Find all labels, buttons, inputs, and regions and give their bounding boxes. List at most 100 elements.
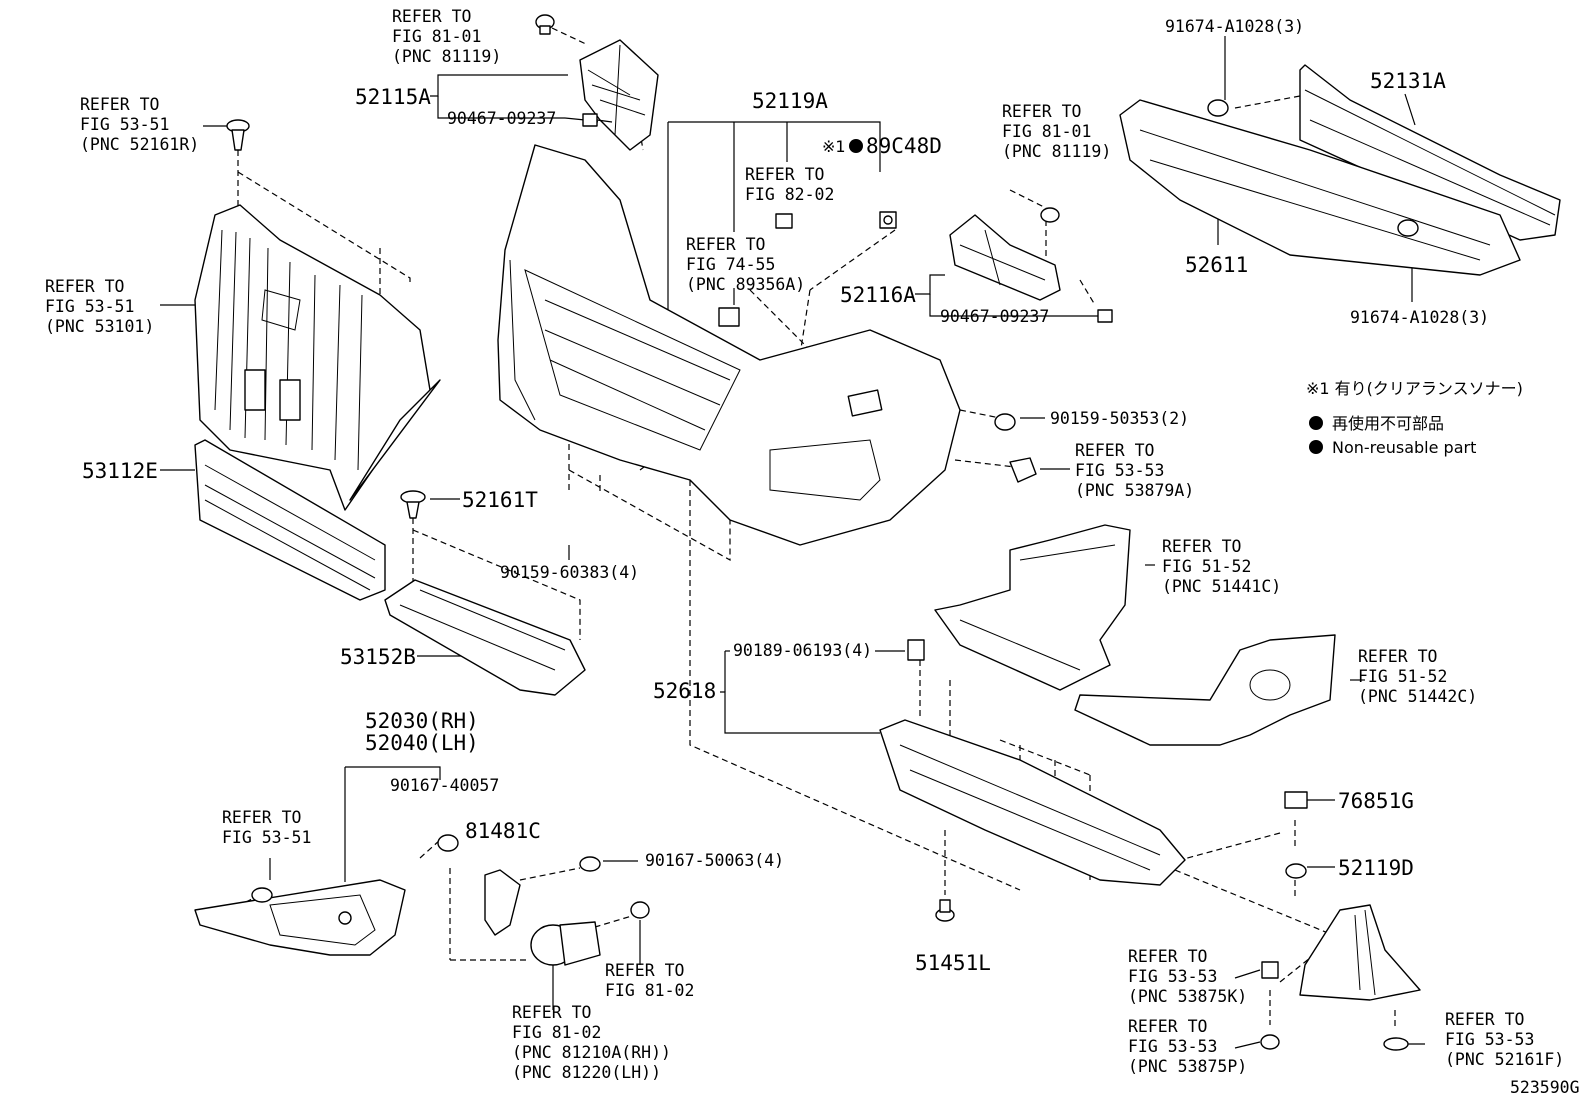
label-refer-53-51-r-3: (PNC 52161R) bbox=[80, 135, 199, 154]
label-81481C: 81481C bbox=[465, 819, 541, 843]
label-52115A: 52115A bbox=[355, 85, 431, 109]
label-90159-60383: 90159-60383(4) bbox=[500, 563, 639, 582]
label-90467-a: 90467-09237 bbox=[447, 109, 556, 128]
absorber-52611 bbox=[1119, 99, 1521, 276]
label-refer-81-02-a-2: FIG 81-02 bbox=[605, 981, 694, 1000]
label-refer-81-02-b-4: (PNC 81220(LH)) bbox=[512, 1063, 661, 1082]
clip-53875P bbox=[1260, 1034, 1280, 1050]
sensor-89C48D bbox=[879, 211, 897, 229]
label-refer-53-53-875P-3: (PNC 53875P) bbox=[1128, 1057, 1247, 1076]
label-refer-53-53-161F-1: REFER TO bbox=[1445, 1010, 1524, 1029]
legend-dot-jp bbox=[1309, 416, 1323, 430]
bumper-cover bbox=[497, 144, 961, 546]
label-refer-81-01-tl-3: (PNC 81119) bbox=[392, 47, 501, 66]
label-refer-81-02-b-1: REFER TO bbox=[512, 1003, 591, 1022]
clip-81119-mid bbox=[1040, 207, 1060, 223]
clip-76851G bbox=[1284, 791, 1308, 809]
label-91674-top: 91674-A1028(3) bbox=[1165, 17, 1304, 36]
clip-52161T bbox=[400, 490, 426, 519]
label-52618: 52618 bbox=[653, 679, 716, 703]
fender-liner bbox=[1299, 904, 1421, 1001]
label-refer-53-51-r-1: REFER TO bbox=[80, 95, 159, 114]
label-52119D: 52119D bbox=[1338, 856, 1414, 880]
clip-53875K bbox=[1261, 961, 1279, 979]
label-refer-81-01-tl-1: REFER TO bbox=[392, 7, 471, 26]
non-reusable-dot-89C48D bbox=[849, 139, 863, 153]
fog-lamp bbox=[530, 921, 601, 966]
clip-90189 bbox=[907, 639, 925, 661]
screw-81-02 bbox=[630, 901, 650, 919]
lower-grille bbox=[194, 439, 386, 601]
clip-51451L bbox=[935, 899, 955, 922]
label-refer-51-52-441-1: REFER TO bbox=[1162, 537, 1241, 556]
label-91674-bot: 91674-A1028(3) bbox=[1350, 308, 1489, 327]
label-refer-81-02-a-1: REFER TO bbox=[605, 961, 684, 980]
label-52131A: 52131A bbox=[1370, 69, 1446, 93]
text-labels: REFER TO FIG 81-01 (PNC 81119) 52115A 90… bbox=[45, 7, 1580, 1097]
sticker-89356A bbox=[718, 307, 740, 327]
label-76851G: 76851G bbox=[1338, 789, 1414, 813]
bolt-90467-b bbox=[1097, 309, 1113, 323]
label-52161T: 52161T bbox=[462, 488, 538, 512]
label-refer-74-55-2: FIG 74-55 bbox=[686, 255, 775, 274]
clip-52161R bbox=[226, 119, 250, 151]
lower-cover-52618 bbox=[879, 719, 1186, 886]
label-refer-53-53-875P-1: REFER TO bbox=[1128, 1017, 1207, 1036]
label-refer-53-51-101-1: REFER TO bbox=[45, 277, 124, 296]
label-refer-53-51-101-3: (PNC 53101) bbox=[45, 317, 154, 336]
label-52030: 52030(RH) bbox=[365, 709, 479, 733]
label-refer-53-51-l-2: FIG 53-51 bbox=[222, 828, 311, 847]
screw-90167-50063 bbox=[579, 856, 601, 872]
bolt-90467-a bbox=[582, 113, 613, 127]
label-refer-74-55-1: REFER TO bbox=[686, 235, 765, 254]
label-90189-06193: 90189-06193(4) bbox=[733, 641, 872, 660]
label-refer-74-55-3: (PNC 89356A) bbox=[686, 275, 805, 294]
label-52611: 52611 bbox=[1185, 253, 1248, 277]
label-90167-50063: 90167-50063(4) bbox=[645, 851, 784, 870]
label-refer-81-01-mid-2: FIG 81-01 bbox=[1002, 122, 1091, 141]
label-refer-53-51-r-2: FIG 53-51 bbox=[80, 115, 169, 134]
figure-code: 523590G bbox=[1510, 1078, 1580, 1097]
under-cover-51441C bbox=[934, 524, 1131, 691]
radiator-grille bbox=[194, 204, 441, 511]
label-note-mark: ※1 bbox=[822, 137, 846, 156]
label-refer-81-02-b-3: (PNC 81210A(RH)) bbox=[512, 1043, 671, 1062]
bracket-52115A bbox=[579, 39, 659, 151]
clip-53879A bbox=[1009, 457, 1037, 483]
label-refer-81-01-mid-1: REFER TO bbox=[1002, 102, 1081, 121]
label-refer-51-52-442-3: (PNC 51442C) bbox=[1358, 687, 1477, 706]
label-refer-53-51-101-2: FIG 53-51 bbox=[45, 297, 134, 316]
screw-90159-50353 bbox=[994, 413, 1016, 431]
label-90467-b: 90467-09237 bbox=[940, 307, 1049, 326]
label-52116A: 52116A bbox=[840, 283, 916, 307]
screw-90167-40057 bbox=[437, 834, 459, 852]
label-90167-40057: 90167-40057 bbox=[390, 776, 499, 795]
label-refer-82-02-1: REFER TO bbox=[745, 165, 824, 184]
bolt-91674-bot bbox=[1397, 219, 1419, 237]
legend-non-reusable-en: Non-reusable part bbox=[1332, 438, 1476, 457]
label-refer-51-52-441-3: (PNC 51441C) bbox=[1162, 577, 1281, 596]
label-refer-51-52-442-2: FIG 51-52 bbox=[1358, 667, 1447, 686]
label-52119A: 52119A bbox=[752, 89, 828, 113]
label-refer-53-53-875K-3: (PNC 53875K) bbox=[1128, 987, 1247, 1006]
label-refer-81-02-b-2: FIG 81-02 bbox=[512, 1023, 601, 1042]
label-53112E: 53112E bbox=[82, 459, 158, 483]
bracket-52116A bbox=[949, 214, 1061, 301]
bolt-91674-top bbox=[1207, 99, 1229, 117]
label-89C48D: 89C48D bbox=[866, 134, 942, 158]
sensor-holder-82-02 bbox=[775, 213, 793, 229]
clip-81119-top bbox=[535, 14, 555, 35]
label-refer-53-53-875K-2: FIG 53-53 bbox=[1128, 967, 1217, 986]
label-90159-50353: 90159-50353(2) bbox=[1050, 409, 1189, 428]
label-53152B: 53152B bbox=[340, 645, 416, 669]
bracket-81481C bbox=[484, 869, 521, 936]
screw-53-51 bbox=[251, 887, 273, 903]
label-refer-51-52-442-1: REFER TO bbox=[1358, 647, 1437, 666]
legend-dot-en bbox=[1309, 440, 1323, 454]
label-refer-53-51-l-1: REFER TO bbox=[222, 808, 301, 827]
legend-non-reusable-jp: 再使用不可部品 bbox=[1332, 414, 1444, 433]
label-52040: 52040(LH) bbox=[365, 731, 479, 755]
label-refer-53-53-879-3: (PNC 53879A) bbox=[1075, 481, 1194, 500]
label-refer-53-53-879-2: FIG 53-53 bbox=[1075, 461, 1164, 480]
